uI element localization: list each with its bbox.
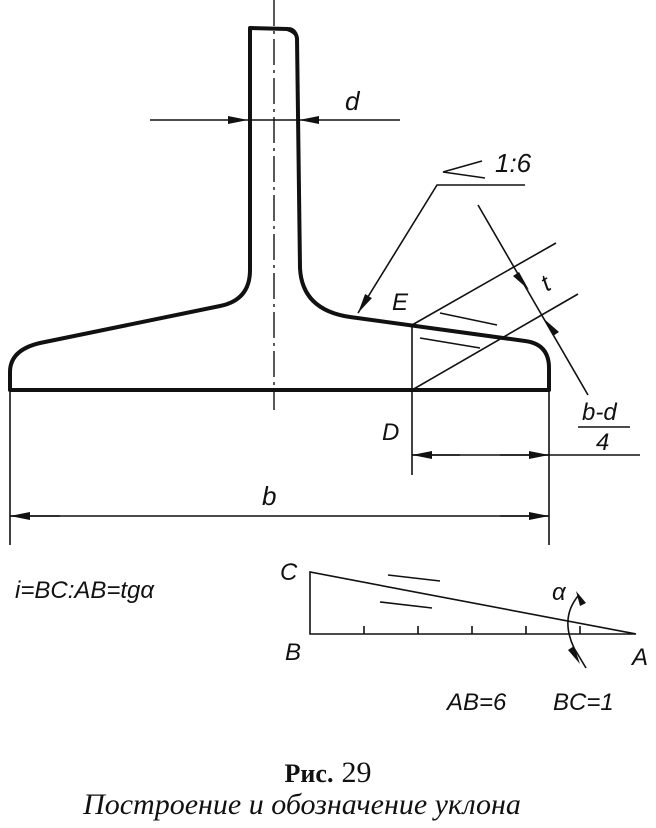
t-arrow-lower <box>543 318 559 336</box>
t-dimension-line <box>477 204 589 396</box>
triangle-abc <box>309 571 637 635</box>
e-construction-line <box>411 242 557 326</box>
alpha-label: α <box>552 579 567 606</box>
triangle-hatch-2 <box>379 601 433 609</box>
figure-number: Рис. 29 <box>285 756 372 789</box>
b-label: b <box>262 481 276 511</box>
slope-leader <box>357 184 525 314</box>
t-arrow-upper <box>513 272 529 290</box>
a-label: A <box>630 644 648 671</box>
bd4-numerator: b-d <box>582 399 617 426</box>
alpha-arc <box>567 595 579 649</box>
bc-value-label: BC=1 <box>553 689 614 716</box>
alpha-arrow-top <box>576 591 586 606</box>
alpha-arrow-bottom <box>568 646 580 664</box>
ab-scale-ticks <box>363 626 581 634</box>
d-point-label: D <box>382 419 399 446</box>
triangle-hatch-1 <box>387 574 441 582</box>
d-construction-line <box>411 293 579 391</box>
slope-hatch-2 <box>419 337 481 349</box>
t-label: t <box>536 270 556 297</box>
d-label: d <box>345 86 361 116</box>
slope-formula: i=BC:AB=tgα <box>15 577 155 604</box>
web-break-line <box>269 27 298 39</box>
bd4-denominator: 4 <box>596 429 609 456</box>
slope-symbol <box>442 160 486 179</box>
figure-caption: Построение и обозначение уклона <box>82 788 521 821</box>
c-label: C <box>280 559 298 586</box>
b-point-label: B <box>285 639 301 666</box>
ab-value-label: AB=6 <box>445 689 507 716</box>
t-profile-outline <box>8 26 551 392</box>
slope-label: 1:6 <box>495 148 532 178</box>
e-label: E <box>392 289 409 316</box>
slope-hatch-1 <box>439 312 498 326</box>
alpha-arc-tail <box>573 647 587 669</box>
